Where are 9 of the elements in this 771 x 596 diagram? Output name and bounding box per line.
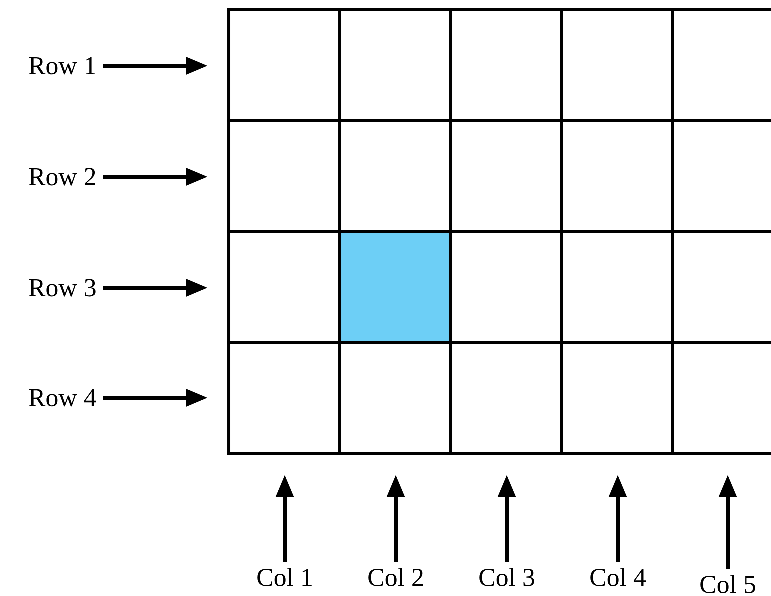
axis-label: Col 1 [258,568,312,586]
axis-label: Row 1 [29,57,96,75]
axis-label: Row 3 [29,279,96,297]
axis-label: Col 5 [700,575,756,594]
axis-label: Row 2 [29,168,96,186]
axis-label: Col 4 [590,568,646,586]
axis-label: Col 3 [480,568,534,586]
axis-label: Col 2 [368,568,424,586]
axis-label: Row 4 [29,389,96,407]
